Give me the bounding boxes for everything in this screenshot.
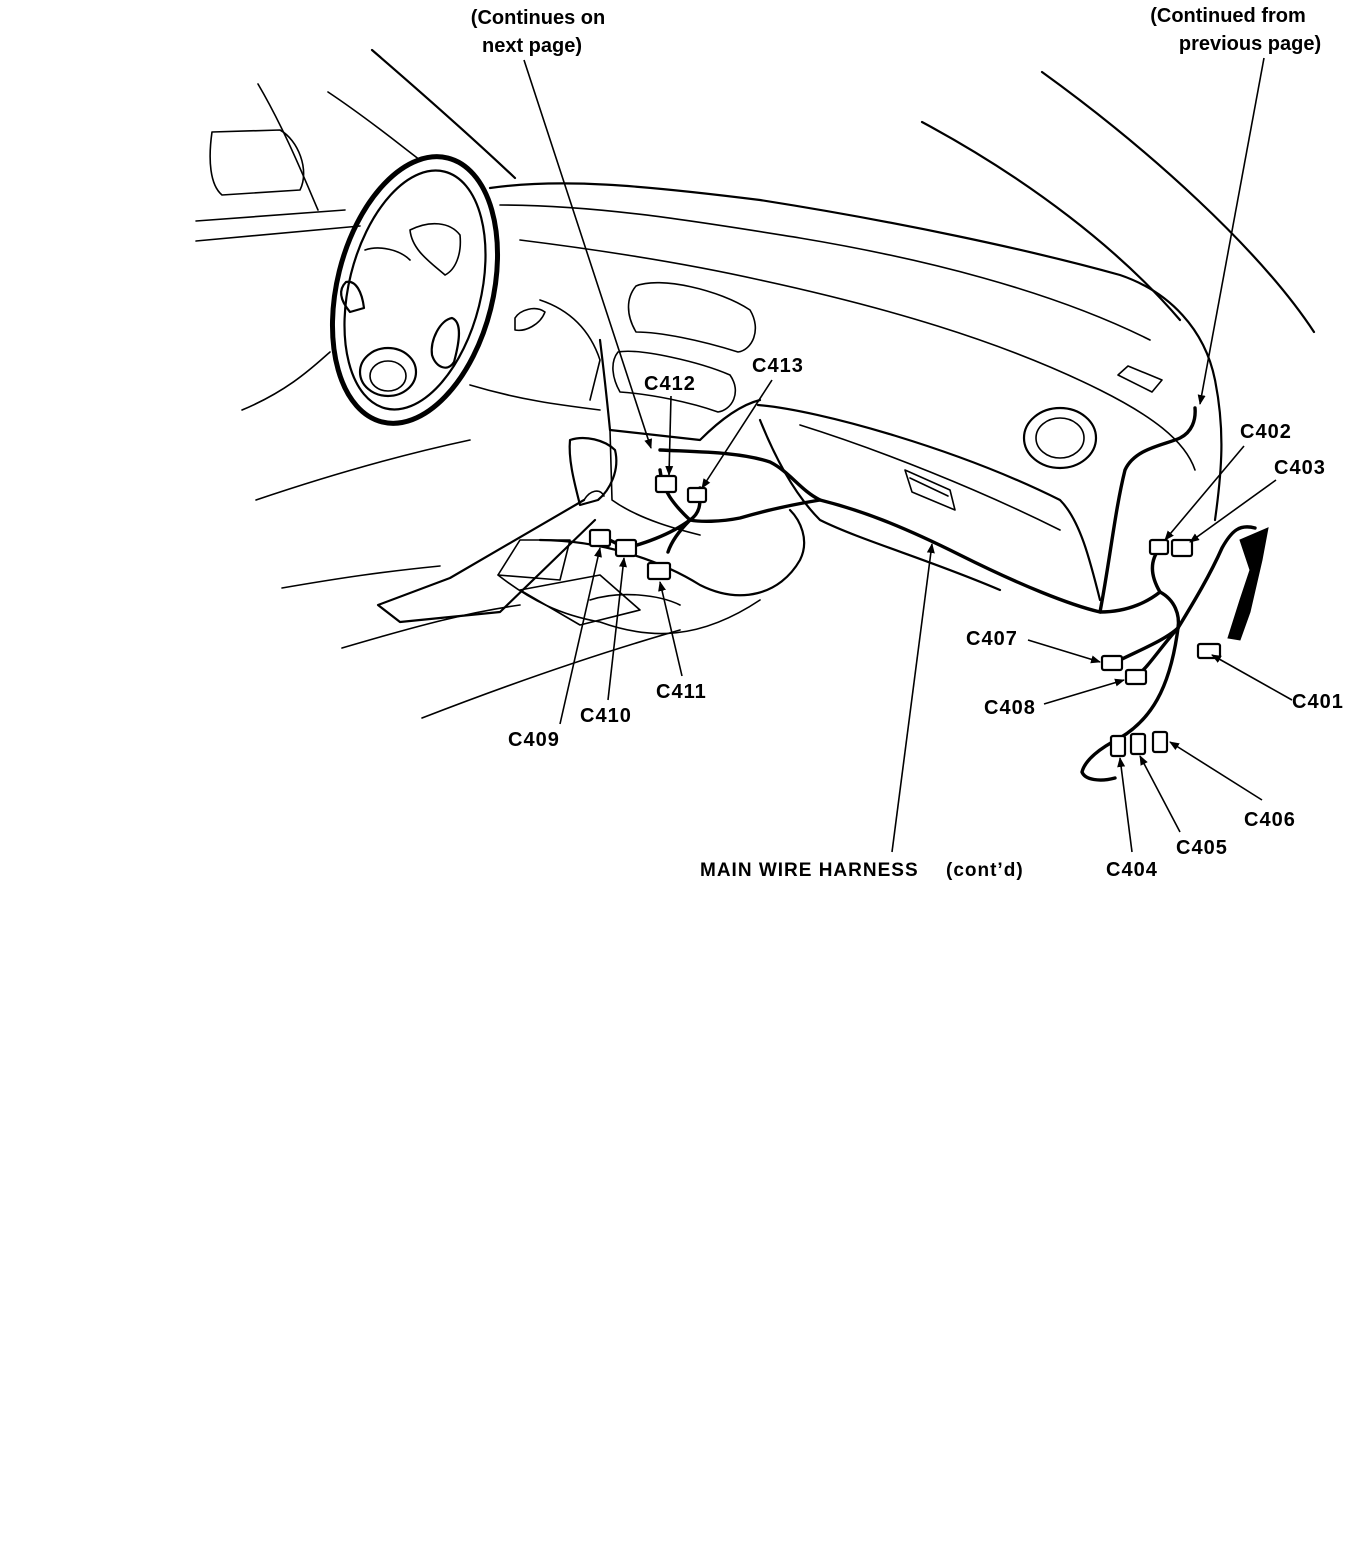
label-c409: C409 [508, 729, 560, 751]
note-continued-prev-line2: previous page) [1179, 33, 1321, 55]
connector-c407-body [1100, 654, 1124, 672]
note-continued-prev-line1: (Continued from [1150, 5, 1306, 27]
note-continues-next-line2: next page) [482, 35, 582, 57]
label-harness-suffix: (cont’d) [946, 860, 1024, 881]
connector-c406-body [1151, 730, 1169, 754]
connector-c401-body [1196, 642, 1222, 660]
connector-c410-body [614, 538, 638, 558]
connector-c403-body [1170, 538, 1194, 558]
connector-c411-body [646, 561, 672, 581]
connector-c409-body [588, 528, 612, 548]
label-c405: C405 [1176, 837, 1228, 859]
diagram-labels: (Continues on next page) (Continued from… [471, 5, 1344, 881]
connector-c404-body [1109, 734, 1127, 758]
leader-lines [523, 57, 1293, 853]
label-harness-name: MAIN WIRE HARNESS [700, 860, 919, 881]
label-c402: C402 [1240, 421, 1292, 443]
connector-c408-body [1124, 668, 1148, 686]
label-c406: C406 [1244, 809, 1296, 831]
dashboard-drawing [195, 48, 1316, 719]
connector-c402-body [1148, 538, 1170, 556]
label-c413: C413 [752, 355, 804, 377]
connector-c405-body [1129, 732, 1147, 756]
main-wire-harness [598, 406, 1269, 782]
label-c411: C411 [656, 681, 707, 703]
note-continues-next-line1: (Continues on [471, 7, 605, 29]
label-c407: C407 [966, 628, 1018, 650]
connector-bodies [588, 474, 1222, 758]
label-c404: C404 [1106, 859, 1158, 881]
label-c408: C408 [984, 697, 1036, 719]
label-c401: C401 [1292, 691, 1344, 713]
label-c412: C412 [644, 373, 696, 395]
label-c410: C410 [580, 705, 632, 727]
label-c403: C403 [1274, 457, 1326, 479]
connector-c412-body [654, 474, 678, 494]
connector-c413-body [686, 486, 708, 504]
